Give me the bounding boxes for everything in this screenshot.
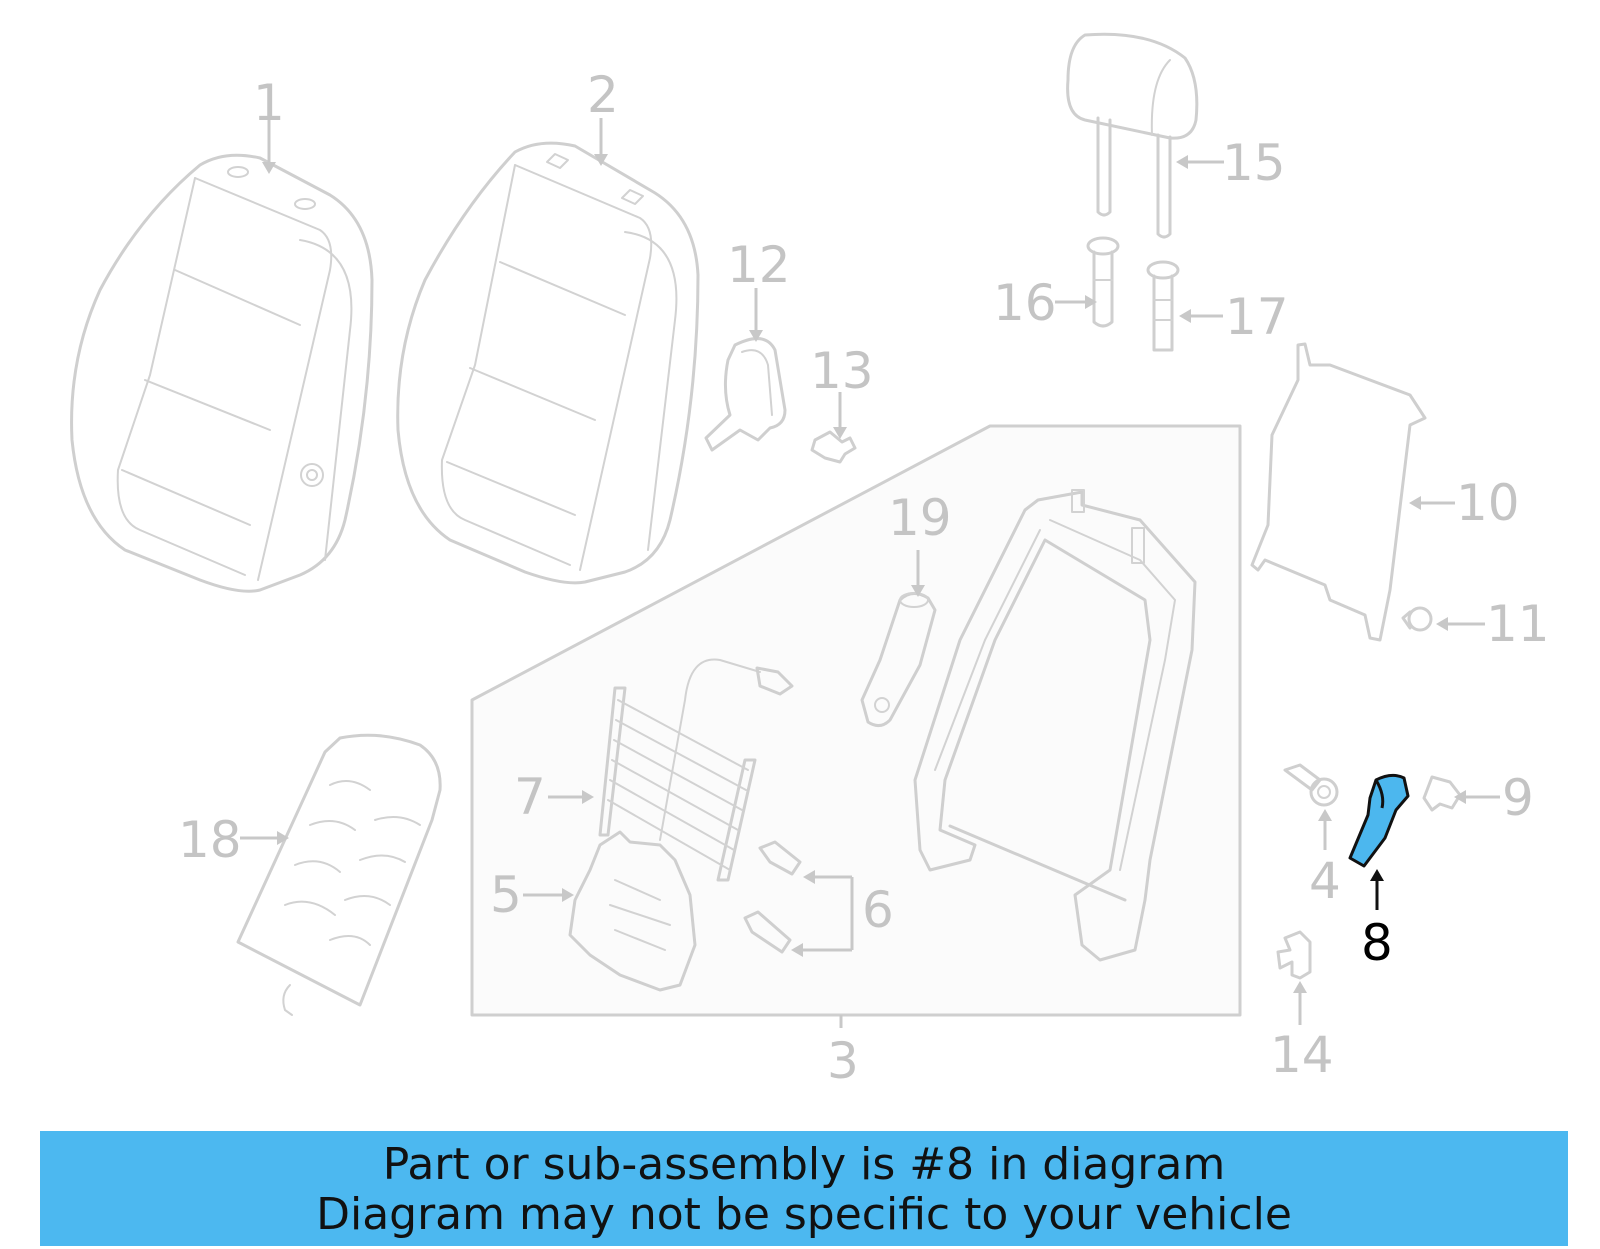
part-19-motor xyxy=(860,592,937,727)
callout-1: 1 xyxy=(253,74,285,132)
part-2-seatback-cover xyxy=(396,141,700,585)
callout-14: 14 xyxy=(1270,1026,1334,1084)
callout-17: 17 xyxy=(1225,288,1289,346)
callout-6: 6 xyxy=(862,881,894,939)
part-16-headrest-guide xyxy=(1086,236,1120,328)
callout-13: 13 xyxy=(810,342,874,400)
callout-3: 3 xyxy=(827,1032,859,1090)
callout-labels: 1 2 3 4 5 6 7 8 9 10 11 12 13 14 15 16 1… xyxy=(178,66,1550,1090)
part-5-lumbar-plate xyxy=(568,830,697,992)
callout-19: 19 xyxy=(888,489,952,547)
banner-line-2: Diagram may not be specific to your vehi… xyxy=(316,1189,1292,1240)
callout-15: 15 xyxy=(1222,134,1286,192)
callout-18: 18 xyxy=(178,811,242,869)
part-10-back-panel xyxy=(1250,342,1427,642)
part-9-cap xyxy=(1422,775,1462,812)
seatback-frame xyxy=(913,489,1197,962)
callout-10: 10 xyxy=(1456,474,1520,532)
part-6-cables xyxy=(743,840,802,954)
part-11-clip xyxy=(1401,606,1433,632)
callout-16: 16 xyxy=(993,274,1057,332)
callout-11: 11 xyxy=(1486,595,1550,653)
callout-7: 7 xyxy=(514,768,546,826)
part-7-lumbar-support xyxy=(598,658,794,882)
part-18-seat-pad xyxy=(236,733,442,1016)
part-17-headrest-guide xyxy=(1146,260,1180,352)
part-8-recliner-lever[interactable] xyxy=(1348,773,1410,868)
leader-lines xyxy=(240,118,1500,1028)
callout-5: 5 xyxy=(490,866,522,924)
callout-4: 4 xyxy=(1309,852,1341,910)
part-13-clip xyxy=(810,430,857,464)
callout-2: 2 xyxy=(587,66,619,124)
part-1-seatback-cover xyxy=(70,153,374,593)
banner-line-1: Part or sub-assembly is #8 in diagram xyxy=(382,1139,1226,1190)
part-4-bolt xyxy=(1283,763,1339,807)
part-3-seatback-frame-assembly xyxy=(470,424,1242,1017)
part-14-clip xyxy=(1276,930,1312,980)
callout-8: 8 xyxy=(1361,914,1393,972)
part-15-headrest xyxy=(1066,32,1199,239)
info-banner: Part or sub-assembly is #8 in diagram Di… xyxy=(40,1131,1568,1246)
part-12-trim-cover xyxy=(704,337,787,452)
callout-9: 9 xyxy=(1502,769,1534,827)
callout-12: 12 xyxy=(727,236,791,294)
